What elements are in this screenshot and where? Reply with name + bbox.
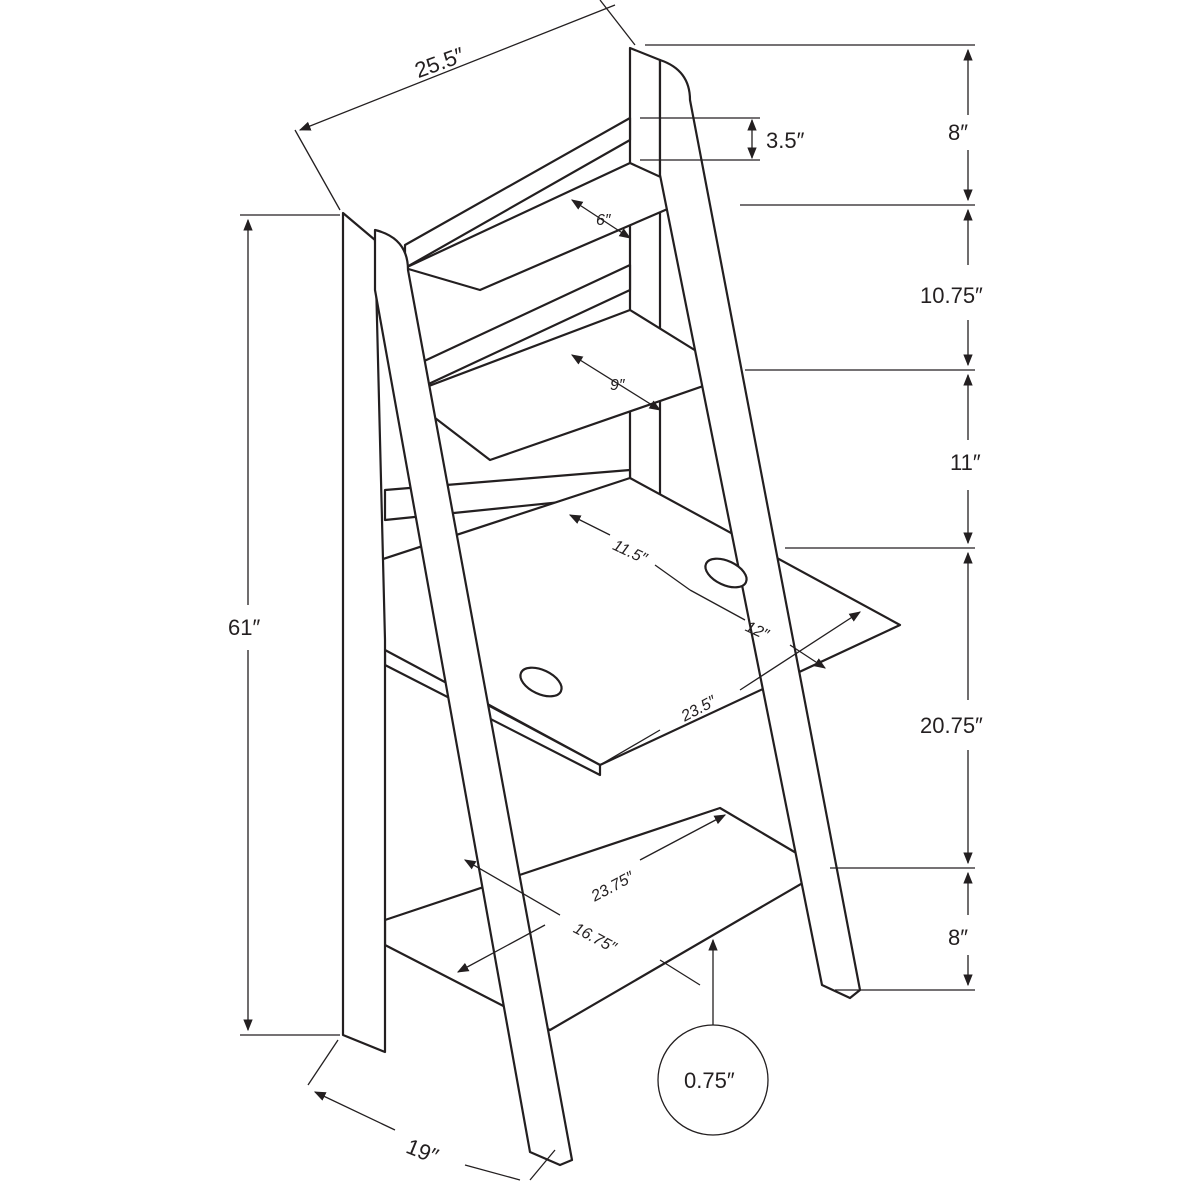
overall-width-label: 25.5″ xyxy=(411,42,467,83)
hinge-icon xyxy=(519,666,563,698)
desk-height-gap-label: 20.75″ xyxy=(920,713,983,738)
front-slanted-leg xyxy=(373,228,574,1167)
top-back-height-label: 3.5″ xyxy=(766,128,805,153)
third-gap-label: 11″ xyxy=(950,450,981,475)
second-shelf xyxy=(403,308,737,462)
second-gap-label: 10.75″ xyxy=(920,283,983,308)
top-shelf-depth-label: 6″ xyxy=(596,212,612,229)
right-slanted-leg xyxy=(658,58,862,1000)
overall-depth-label: 19″ xyxy=(403,1134,442,1169)
second-shelf-depth-label: 9″ xyxy=(610,377,626,394)
shelf-thickness-label: 0.75″ xyxy=(684,1068,735,1093)
front-left-leg xyxy=(341,211,387,1054)
shelf-thickness-callout xyxy=(657,1024,769,1136)
bottom-shelf xyxy=(383,806,827,1032)
bottom-gap-label: 8″ xyxy=(948,925,968,950)
dimension-lines xyxy=(240,0,975,1181)
top-gap-label: 8″ xyxy=(948,120,968,145)
hinge-icon xyxy=(704,557,748,589)
overall-height-label: 61″ xyxy=(228,615,260,640)
furniture-outline xyxy=(341,46,902,1167)
